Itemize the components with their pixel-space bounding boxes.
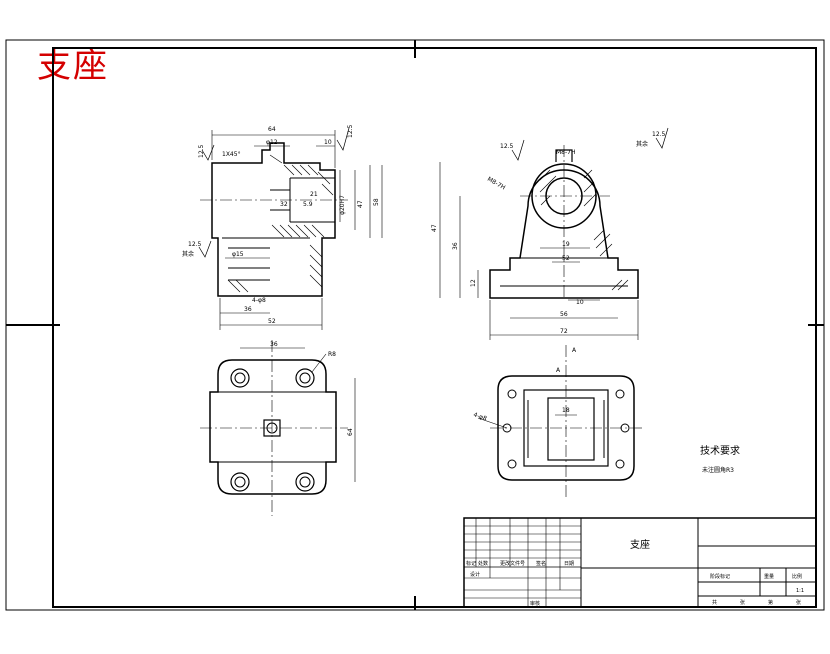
dim-4phi8: 4-φ8 bbox=[252, 297, 266, 304]
dim-front-47: 47 bbox=[431, 224, 438, 232]
dim-47: 47 bbox=[357, 200, 364, 208]
dim-58: 58 bbox=[373, 198, 380, 206]
dim-front-72: 72 bbox=[560, 328, 568, 335]
part-name: 支座 bbox=[630, 538, 650, 551]
dim-front-52: 52 bbox=[562, 255, 570, 262]
dim-front-10: 10 bbox=[576, 299, 584, 306]
note-rest-front: 其余 bbox=[636, 140, 648, 148]
tb-change: 更改文件号 bbox=[500, 560, 525, 567]
tb-date: 日期 bbox=[564, 561, 574, 567]
tb-weight: 重量 bbox=[764, 573, 774, 580]
dim-bottom-18: 18 bbox=[562, 407, 570, 414]
top-view bbox=[200, 340, 356, 516]
dim-top-36: 36 bbox=[270, 341, 278, 348]
tb-scale-label: 比例 bbox=[792, 573, 802, 580]
roughness-3: 12.5 bbox=[188, 241, 202, 248]
tech-req-heading: 技术要求 bbox=[700, 444, 740, 457]
dim-front-36: 36 bbox=[452, 242, 459, 250]
dim-phi12: φ12 bbox=[266, 139, 278, 146]
note-rest-section: 其余 bbox=[182, 250, 194, 258]
bottom-view-labels: A A 18 4-φ8 bbox=[472, 347, 577, 423]
roughness-1: 12.5 bbox=[198, 144, 205, 158]
dim-front-12: 12 bbox=[470, 279, 477, 287]
dim-36: 36 bbox=[244, 306, 252, 313]
title-block-labels: 支座 标记 处数 更改文件号 签名 日期 设计 审核 阶段标记 重量 比例 1:… bbox=[466, 538, 804, 607]
inner-border bbox=[52, 47, 817, 608]
dim-64: 64 bbox=[268, 126, 276, 133]
tb-sheet: 张 bbox=[796, 599, 801, 606]
outer-frame bbox=[5, 39, 825, 611]
tb-count: 处数 bbox=[478, 560, 488, 567]
tech-req-line1: 未注圆角R3 bbox=[702, 466, 734, 474]
front-view bbox=[439, 127, 669, 340]
label-a: A bbox=[556, 367, 561, 374]
tb-sheets: 张 bbox=[740, 599, 745, 606]
dim-front-56: 56 bbox=[560, 311, 568, 318]
dim-52: 52 bbox=[268, 318, 276, 325]
roughness-2: 12.5 bbox=[347, 124, 354, 138]
tb-total: 共 bbox=[712, 599, 717, 606]
tb-review: 审核 bbox=[530, 600, 540, 607]
title-block bbox=[463, 517, 817, 608]
tb-design: 设计 bbox=[470, 571, 480, 578]
section-view bbox=[198, 127, 383, 330]
dim-32: 32 bbox=[280, 201, 288, 208]
section-view-labels: 64 φ12 10 1X45° 21 5.9 32 φ20H7 47 58 φ1… bbox=[182, 124, 380, 325]
label-a-top: A bbox=[572, 347, 577, 354]
dim-10: 10 bbox=[324, 139, 332, 146]
drawing-title-red: 支座 bbox=[37, 46, 109, 86]
roughness-front-2: 12.5 bbox=[652, 131, 666, 138]
tb-scale: 1:1 bbox=[796, 588, 804, 594]
roughness-front-1: 12.5 bbox=[500, 143, 514, 150]
dim-phi15: φ15 bbox=[232, 251, 244, 258]
dim-m8: M8-7H bbox=[556, 149, 576, 156]
dim-5-9: 5.9 bbox=[303, 201, 313, 208]
dim-top-r8: R8 bbox=[328, 351, 336, 358]
tb-stage: 阶段标记 bbox=[710, 573, 730, 580]
bottom-view bbox=[477, 345, 642, 500]
top-view-labels: 36 64 R8 bbox=[270, 341, 354, 436]
dim-21: 21 bbox=[310, 191, 318, 198]
dim-bottom-4phi: 4-φ8 bbox=[472, 411, 487, 422]
dim-phi20h7: φ20H7 bbox=[339, 195, 346, 215]
dim-chamfer: 1X45° bbox=[222, 151, 241, 158]
tb-sign: 签名 bbox=[536, 560, 546, 567]
dim-tap: M8-7H bbox=[486, 176, 506, 192]
front-view-labels: M8-7H M8-7H 47 36 12 19 52 56 72 10 12.5… bbox=[431, 131, 666, 335]
dim-top-64: 64 bbox=[347, 428, 354, 436]
dim-front-19: 19 bbox=[562, 241, 570, 248]
tb-sheet-no: 第 bbox=[768, 599, 773, 606]
tb-mark: 标记 bbox=[466, 560, 476, 567]
